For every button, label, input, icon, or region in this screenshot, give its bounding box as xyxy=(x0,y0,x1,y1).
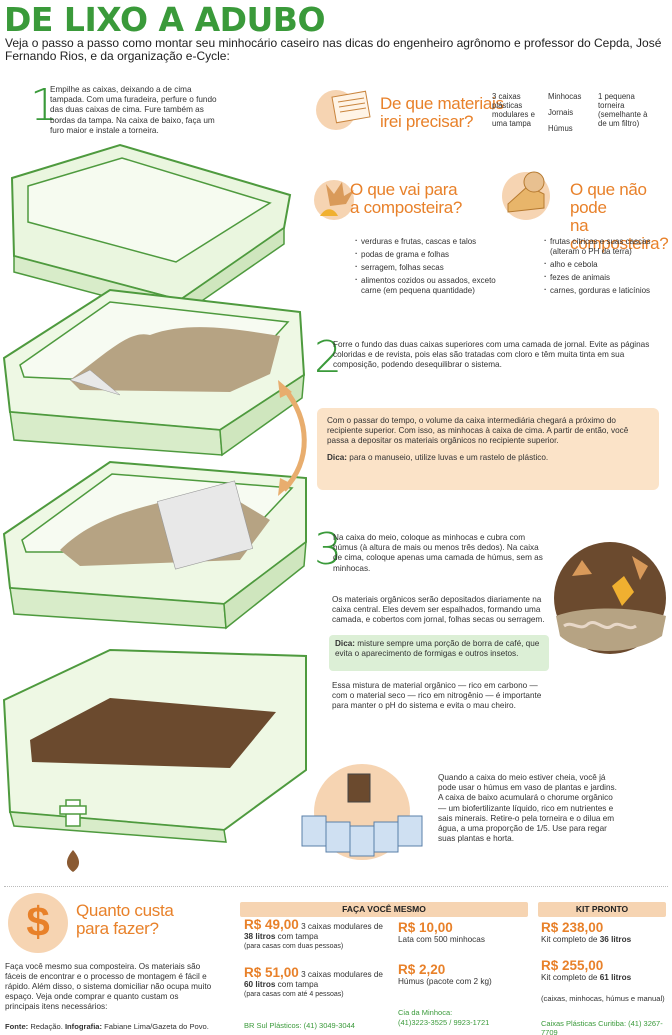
list-item: verduras e frutas, cascas e talos xyxy=(355,236,497,247)
compost-no-list: frutas cítricas e suas cascas (alteram o… xyxy=(544,236,672,299)
credits: Fonte: Redação. Infografia: Fabiane Lima… xyxy=(5,1022,209,1031)
composter-lid xyxy=(10,143,292,318)
materials-list: Minhocas Jornais Húmus xyxy=(548,92,582,134)
full-box-text: Quando a caixa do meio estiver cheia, vo… xyxy=(438,773,617,844)
kit-item-36l: R$ 238,00 Kit completo de 36 litros xyxy=(541,920,632,944)
step-3-mixture: Essa mistura de material orgânico — rico… xyxy=(332,681,542,711)
newspaper-icon xyxy=(316,90,371,130)
leaf-peel-icon xyxy=(314,180,354,220)
diy-item-60l: R$ 51,00 3 caixas modulares de 60 litros… xyxy=(244,965,383,999)
middle-box xyxy=(2,460,307,630)
list-item: podas de grama e folhas xyxy=(355,249,497,260)
tip-box: Com o passar do tempo, o volume da caixa… xyxy=(317,408,659,490)
page-title: DE LIXO A ADUBO xyxy=(4,0,326,39)
step-3-detail: Os materiais orgânicos serão depositados… xyxy=(332,595,545,625)
worms-detail-illustration xyxy=(554,542,666,654)
drop-icon xyxy=(66,850,80,872)
kit-item-61l: R$ 255,00 Kit completo de 61 litros xyxy=(541,958,632,982)
step-1-text: Empilhe as caixas, deixando a de cima ta… xyxy=(50,85,217,135)
top-box xyxy=(2,288,306,457)
kit-note: (caixas, minhocas, húmus e manual) xyxy=(541,994,665,1003)
diy-item-worms: R$ 10,00 Lata com 500 minhocas xyxy=(398,920,485,944)
jars-illustration xyxy=(301,764,423,860)
list-item: alimentos cozidos ou assados, exceto car… xyxy=(355,275,497,296)
list-item: frutas cítricas e suas cascas (alteram o… xyxy=(544,236,672,257)
cost-text: Faça você mesmo sua composteira. Os mate… xyxy=(5,962,212,1011)
intro-text: Veja o passo a passo como montar seu min… xyxy=(5,36,662,63)
list-item: serragem, folhas secas xyxy=(355,262,497,273)
step-3-text: Na caixa do meio, coloque as minhocas e … xyxy=(333,533,543,573)
tip-dica: Dica: para o manuseio, utilize luvas e u… xyxy=(327,452,549,462)
list-item: fezes de animais xyxy=(544,272,672,283)
dollar-icon: $ xyxy=(8,893,68,953)
list-item: alho e cebola xyxy=(544,259,672,270)
kit-header: KIT PRONTO xyxy=(538,902,666,917)
materials-boxes: 3 caixas plásticas modulares e uma tampa xyxy=(492,92,535,128)
cheese-icon xyxy=(502,171,550,220)
bottom-box xyxy=(2,648,307,872)
tip-text: Com o passar do tempo, o volume da caixa… xyxy=(327,416,629,446)
step-2-number: 2 xyxy=(314,332,342,383)
compost-yes-list: verduras e frutas, cascas e talos podas … xyxy=(355,236,497,299)
diy-item-38l: R$ 49,00 3 caixas modulares de 38 litros… xyxy=(244,917,383,951)
materials-tap: 1 pequena torneira (semelhante à de um f… xyxy=(598,92,648,128)
diy-header: FAÇA VOCÊ MESMO xyxy=(240,902,528,917)
store-caixas-plasticas: Caixas Plásticas Curitiba: (41) 3267-770… xyxy=(541,1019,663,1035)
step-3-dica: Dica: misture sempre uma porção de borra… xyxy=(329,635,549,671)
divider xyxy=(4,886,668,887)
step-2-text: Forre o fundo das duas caixas superiores… xyxy=(333,340,650,370)
store-br-sul: BR Sul Plásticos: (41) 3049-3044 xyxy=(244,1021,355,1030)
store-cia-minhoca: Cia da Minhoca:(41)3223-3525 / 9923-1721 xyxy=(398,1008,490,1027)
diy-item-humus: R$ 2,20 Húmus (pacote com 2 kg) xyxy=(398,962,492,986)
step-3-number: 3 xyxy=(314,524,342,575)
list-item: carnes, gorduras e laticínios xyxy=(544,285,672,296)
cycle-arrow-icon xyxy=(282,386,307,492)
step-1-number: 1 xyxy=(30,80,58,131)
